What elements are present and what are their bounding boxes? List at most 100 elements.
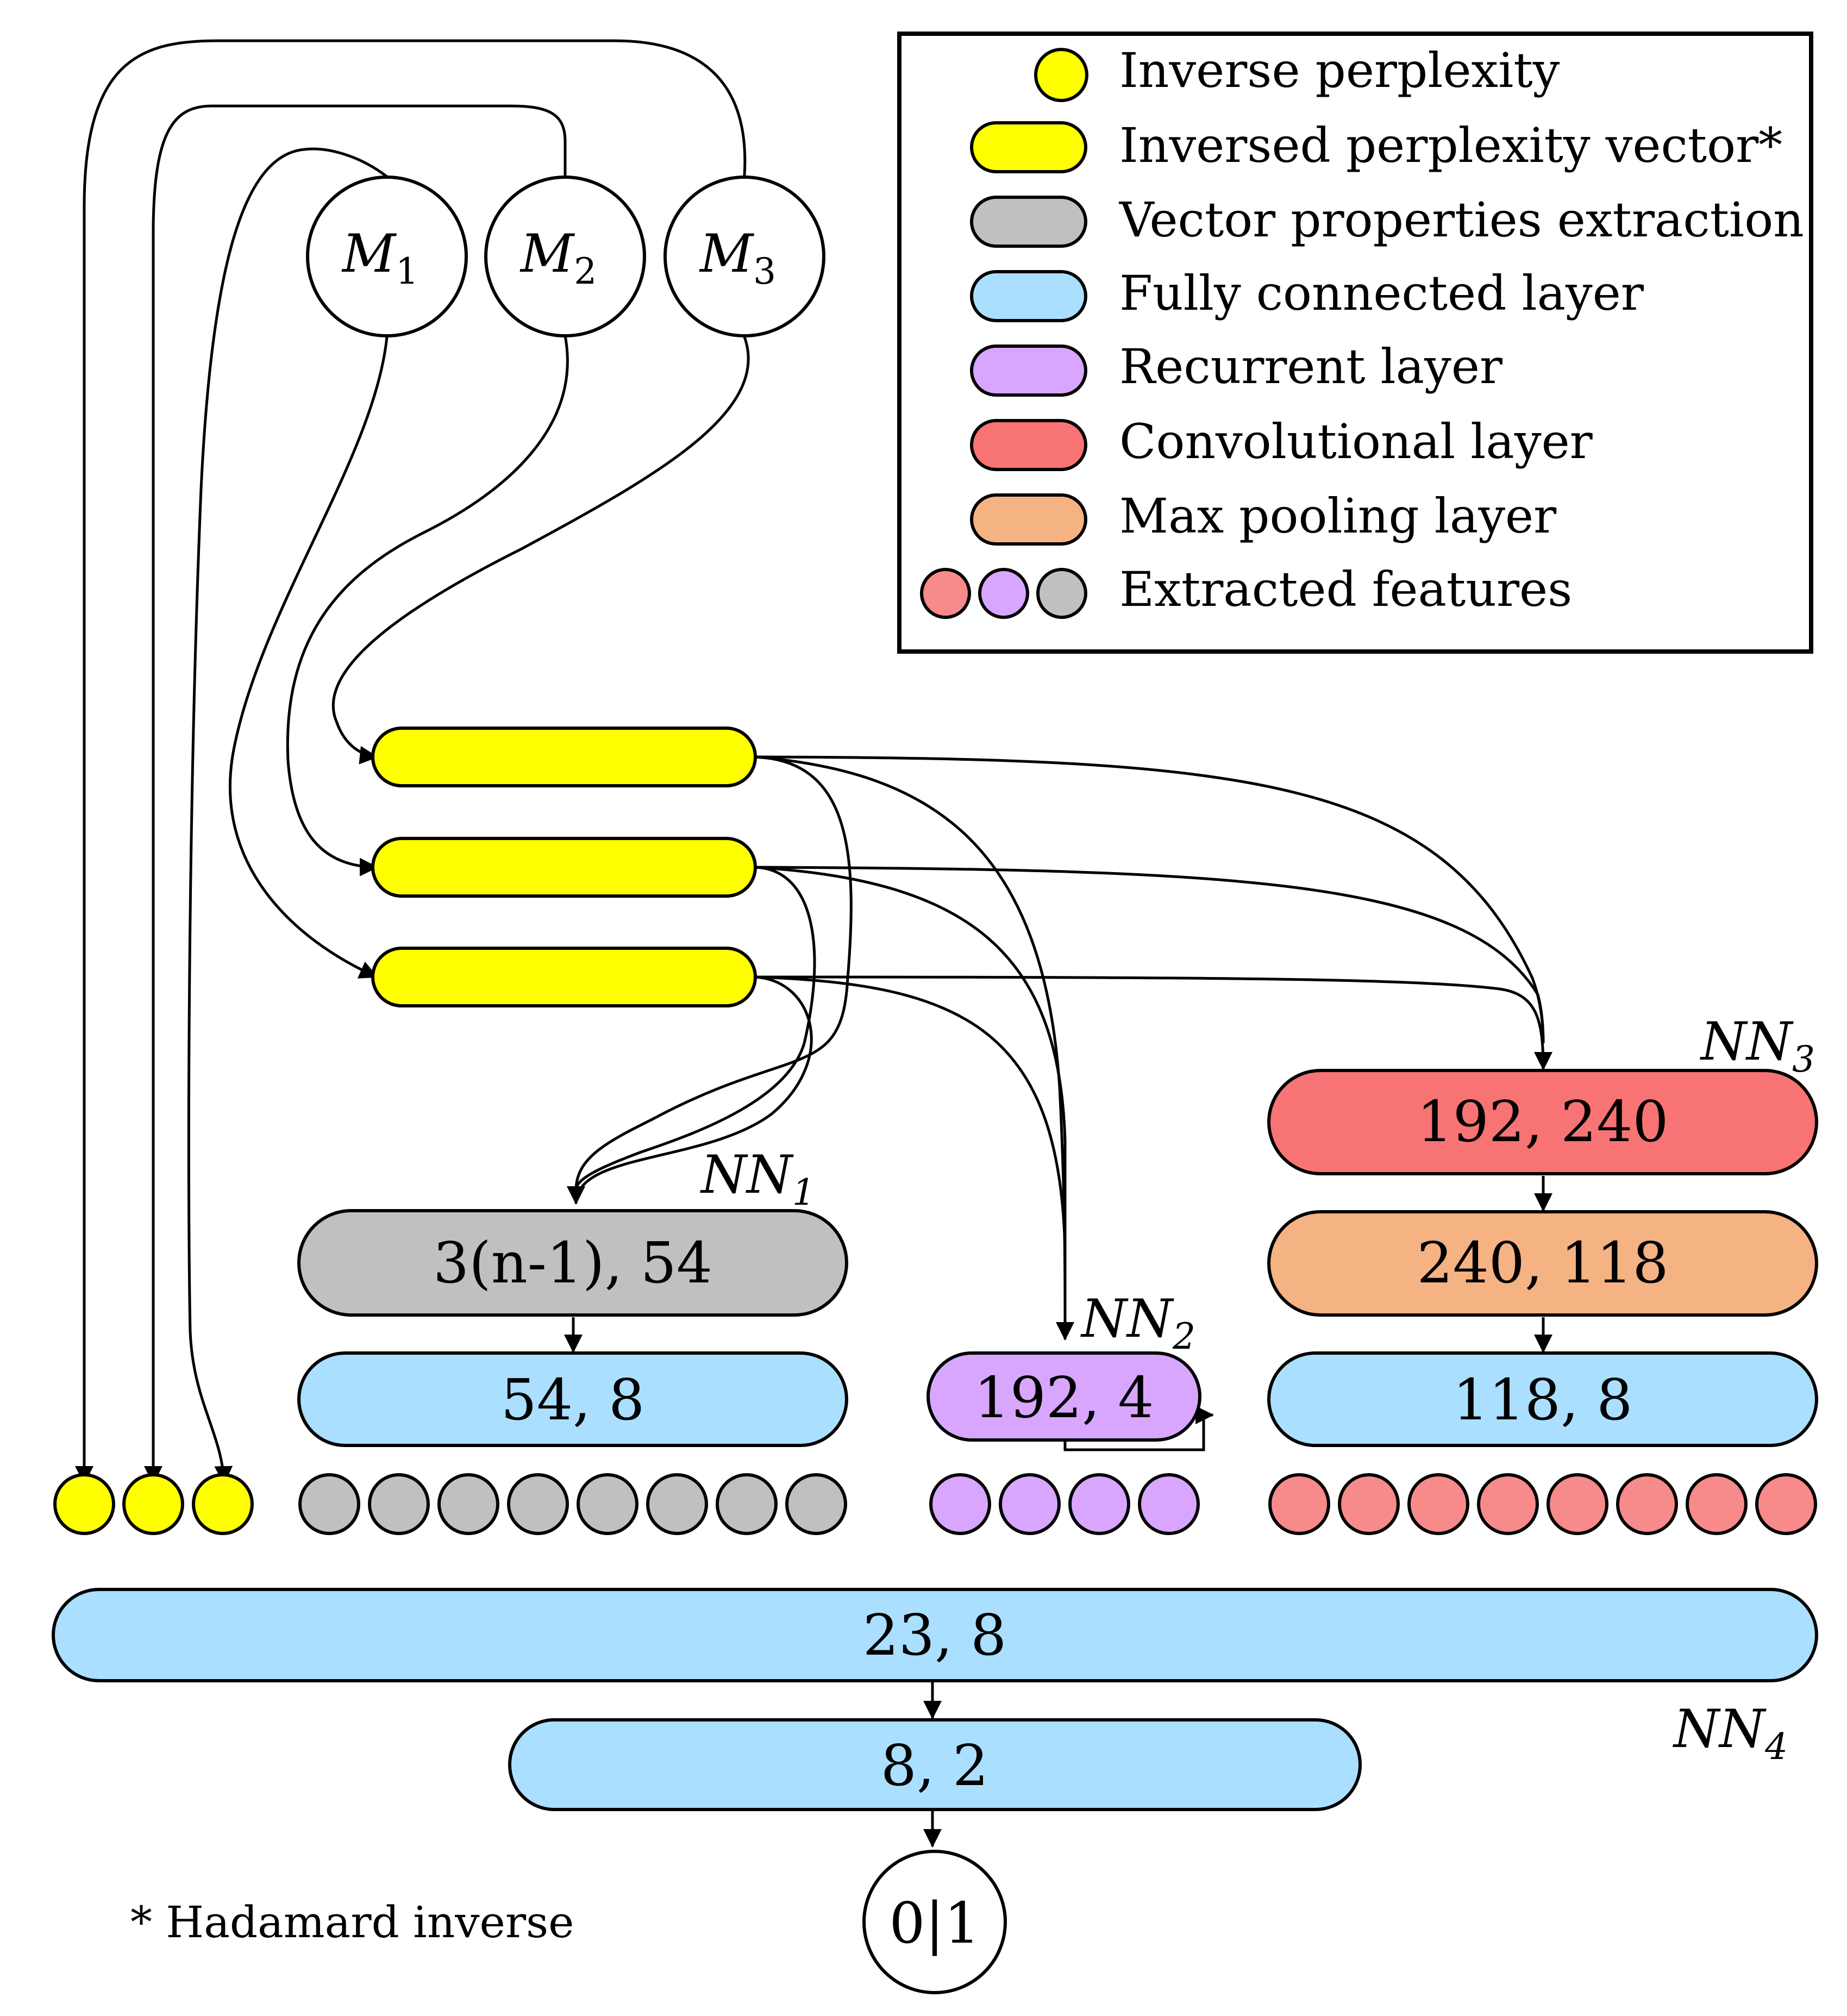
feature-gray-5 xyxy=(577,1473,638,1535)
nn2-recurrent-label: 192, 4 xyxy=(974,1364,1154,1431)
nn3-pool-layer xyxy=(1267,1210,1818,1317)
feature-gray-7 xyxy=(716,1473,778,1535)
nn1-label: NN1 xyxy=(700,1144,815,1213)
nn1-fc-layer xyxy=(297,1351,848,1447)
nn4-fc1-layer xyxy=(52,1588,1818,1682)
nn2-label: NN2 xyxy=(1080,1288,1195,1357)
legend-label-convolutional: Convolutional layer xyxy=(1119,414,1593,469)
legend-blue-pill-icon xyxy=(970,270,1087,322)
nn1-props-layer xyxy=(297,1209,848,1317)
legend-gray-pill-icon xyxy=(970,196,1087,248)
legend-yellow-pill-icon xyxy=(970,121,1087,173)
model-m2-circle xyxy=(484,176,646,337)
edge-m2-to-feature-2 xyxy=(144,104,567,1485)
edge-m1-to-feature-3 xyxy=(187,147,388,1485)
feature-red-3 xyxy=(1407,1473,1469,1535)
model-m2-label: M2 xyxy=(519,223,597,292)
edge-m2-to-vector-2 xyxy=(286,335,569,876)
nn2: NN2 192, 4 xyxy=(926,1288,1201,1442)
legend-label-fully-connected: Fully connected layer xyxy=(1119,265,1644,321)
nn1: NN1 3(n-1), 54 54, 8 xyxy=(297,1144,848,1447)
model-m3-circle xyxy=(663,176,825,337)
feature-red-8 xyxy=(1755,1473,1817,1535)
feature-purple-1 xyxy=(929,1473,991,1535)
perplexity-vector-2 xyxy=(371,837,757,898)
feature-gray-6 xyxy=(646,1473,708,1535)
nn3-conv-label: 192, 240 xyxy=(1417,1088,1668,1155)
perplexity-vectors xyxy=(371,727,757,1007)
edge-vector-3-to-nn2 xyxy=(755,975,1074,1341)
output-node xyxy=(862,1850,1007,1994)
nn4-fc2-label: 8, 2 xyxy=(881,1732,988,1799)
edge-vector-1-to-nn1 xyxy=(574,755,853,1191)
feature-yellow-2 xyxy=(122,1473,184,1535)
edge-vector-2-to-nn1 xyxy=(574,866,816,1191)
output: 0|1 xyxy=(862,1850,1007,1994)
model-m1-circle xyxy=(306,176,468,337)
nn3-fc-label: 118, 8 xyxy=(1453,1367,1633,1433)
model-m2: M2 xyxy=(484,176,646,337)
nn3: NN3 192, 240 240, 118 118, 8 xyxy=(1267,1011,1818,1447)
edge-vector-3-to-nn1 xyxy=(567,975,813,1205)
nn3-conv-layer xyxy=(1267,1069,1818,1175)
feature-red-4 xyxy=(1477,1473,1539,1535)
models: M1 M2 M3 xyxy=(306,176,825,337)
legend: Inverse perplexity Inversed perplexity v… xyxy=(897,32,1813,654)
legend-purple-feature-icon xyxy=(978,568,1029,619)
legend-yellow-circle-icon xyxy=(1034,48,1088,102)
feature-yellow-1 xyxy=(53,1473,115,1535)
nn4-fc1-label: 23, 8 xyxy=(863,1602,1007,1668)
model-m3: M3 xyxy=(663,176,825,337)
edge-vector-2-to-nn3 xyxy=(755,866,1545,1044)
legend-label-perplexity-vector: Inversed perplexity vector* xyxy=(1119,117,1782,173)
feature-gray-2 xyxy=(368,1473,430,1535)
legend-purple-pill-icon xyxy=(970,345,1087,397)
nn3-fc-layer xyxy=(1267,1351,1818,1447)
feature-red-6 xyxy=(1616,1473,1678,1535)
model-m1: M1 xyxy=(306,176,468,337)
edge-m1-to-vector-3 xyxy=(228,336,389,979)
feature-gray-3 xyxy=(437,1473,499,1535)
perplexity-vector-1 xyxy=(371,727,757,787)
legend-red-pill-icon xyxy=(970,419,1087,471)
legend-gray-feature-icon xyxy=(1036,568,1087,619)
edge-vector-1-to-nn3 xyxy=(755,755,1545,1044)
nn1-fc-label: 54, 8 xyxy=(501,1367,645,1433)
footnote: * Hadamard inverse xyxy=(130,1897,574,1948)
feature-gray-1 xyxy=(298,1473,360,1535)
nn3-pool-label: 240, 118 xyxy=(1417,1230,1668,1296)
extracted-features xyxy=(53,1473,1817,1535)
nn4: 23, 8 NN4 8, 2 xyxy=(52,1588,1818,1811)
perplexity-vector-3 xyxy=(371,947,757,1007)
feature-red-2 xyxy=(1338,1473,1400,1535)
legend-label-inverse-perplexity: Inverse perplexity xyxy=(1119,42,1560,98)
feature-purple-2 xyxy=(999,1473,1061,1535)
model-m3-label: M3 xyxy=(699,223,776,292)
nn4-fc2-layer xyxy=(508,1718,1362,1811)
nn3-label: NN3 xyxy=(1700,1011,1815,1080)
feature-gray-4 xyxy=(507,1473,569,1535)
edge-m3-to-vector-1 xyxy=(331,336,750,765)
feature-red-1 xyxy=(1268,1473,1330,1535)
feature-red-7 xyxy=(1686,1473,1748,1535)
feature-purple-4 xyxy=(1138,1473,1200,1535)
legend-red-feature-icon xyxy=(920,568,971,619)
edge-m3-to-feature-1 xyxy=(75,39,747,1485)
legend-label-extracted-features: Extracted features xyxy=(1119,561,1572,617)
feature-gray-8 xyxy=(785,1473,847,1535)
nn1-props-label: 3(n-1), 54 xyxy=(433,1230,712,1296)
feature-purple-3 xyxy=(1068,1473,1130,1535)
legend-orange-pill-icon xyxy=(970,493,1087,546)
edge-vector-3-to-nn3 xyxy=(755,975,1552,1070)
legend-label-max-pooling: Max pooling layer xyxy=(1119,488,1557,544)
legend-label-recurrent: Recurrent layer xyxy=(1119,339,1503,395)
output-label: 0|1 xyxy=(889,1890,980,1956)
feature-yellow-3 xyxy=(192,1473,254,1535)
model-m1-label: M1 xyxy=(341,223,418,292)
legend-label-vector-properties: Vector properties extraction xyxy=(1119,192,1804,248)
nn4-label: NN4 xyxy=(1673,1699,1788,1768)
edges xyxy=(75,39,1552,1848)
feature-red-5 xyxy=(1547,1473,1608,1535)
nn2-recurrent-layer xyxy=(926,1351,1201,1442)
